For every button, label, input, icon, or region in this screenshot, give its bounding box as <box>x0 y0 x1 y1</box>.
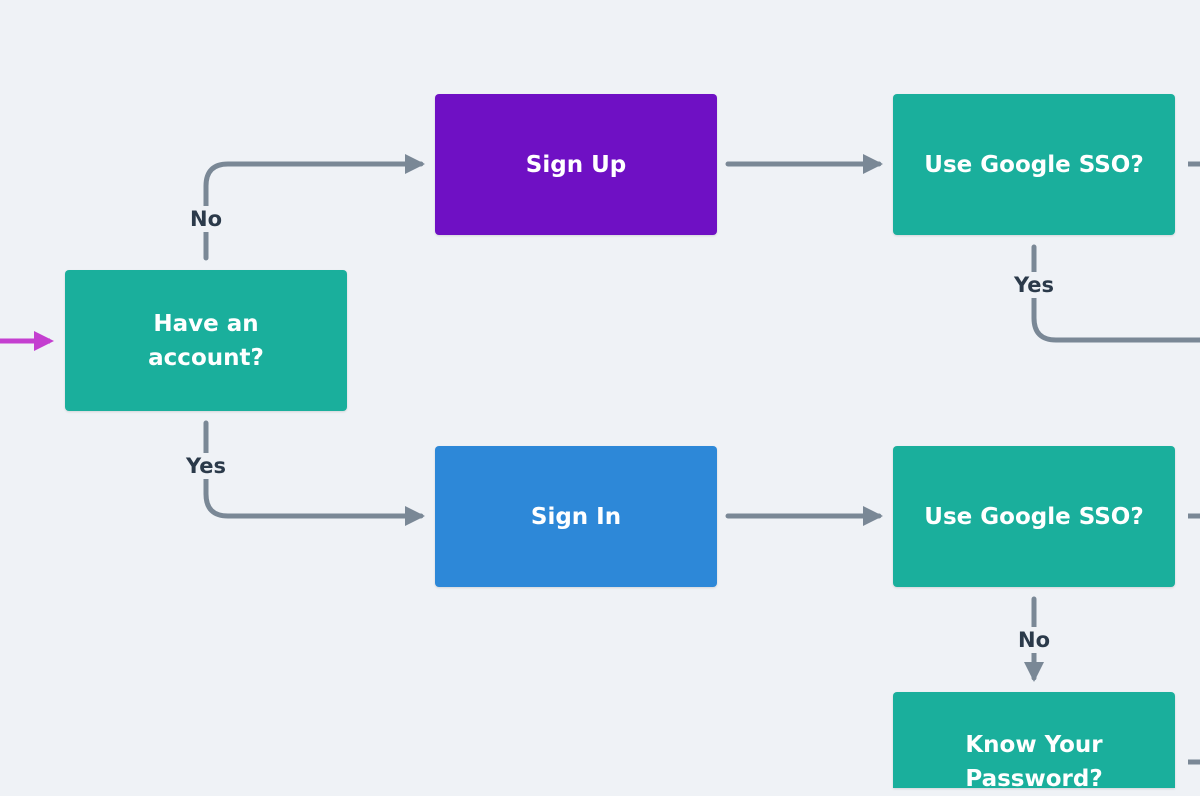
node-know-password[interactable]: Know Your Password? <box>893 692 1175 792</box>
node-google-sso-bottom[interactable]: Use Google SSO? <box>893 446 1175 587</box>
node-sign-in-label: Sign In <box>530 503 622 530</box>
edge-label-yes-sign-in: Yes <box>181 453 231 479</box>
node-have-account-label: Have an account? <box>148 310 264 371</box>
node-sign-up[interactable]: Sign Up <box>435 94 717 235</box>
edge-label-no-sso-bottom: No <box>1013 627 1055 653</box>
connector-yes-to-sign-in[interactable] <box>203 420 425 526</box>
node-sign-in[interactable]: Sign In <box>435 446 717 587</box>
connector-no-to-sign-up[interactable] <box>203 154 425 261</box>
node-have-account[interactable]: Have an account? <box>65 270 347 411</box>
node-google-sso-bottom-label: Use Google SSO? <box>924 503 1144 530</box>
node-google-sso-top[interactable]: Use Google SSO? <box>893 94 1175 235</box>
node-google-sso-top-label: Use Google SSO? <box>924 151 1144 178</box>
connector-sso-top-yes[interactable] <box>1031 244 1200 343</box>
edge-label-yes-sso-top: Yes <box>1009 272 1059 298</box>
node-know-password-label: Know Your Password? <box>965 732 1103 792</box>
edge-label-no-sign-up: No <box>185 206 227 232</box>
node-sign-up-label: Sign Up <box>525 151 627 178</box>
